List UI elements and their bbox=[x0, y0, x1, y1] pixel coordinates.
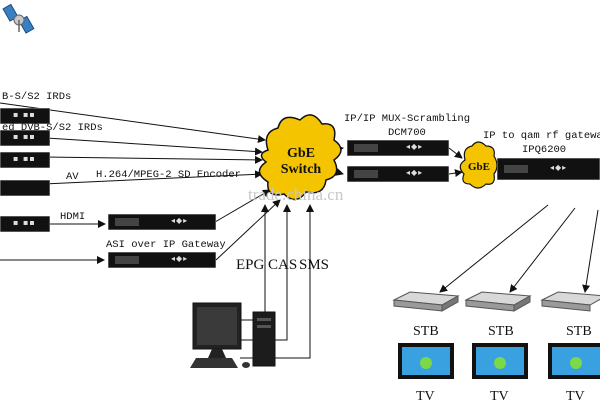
gateway-device: ◂◆▸ bbox=[108, 252, 216, 268]
sms-label: SMS bbox=[299, 257, 330, 273]
watermark: trade.china.cn bbox=[248, 185, 344, 204]
satellite-icon bbox=[2, 3, 35, 34]
set-top-box-icon bbox=[392, 291, 460, 312]
gbe-small-cloud bbox=[459, 141, 498, 189]
hdmi-source-device: ▪ ▪▪ bbox=[0, 216, 50, 232]
line-ipq-stb3 bbox=[582, 209, 599, 293]
qam-label: IP to qam rf gateway bbox=[483, 130, 600, 142]
line-gateway-switch bbox=[215, 199, 281, 261]
set-top-box-icon bbox=[540, 291, 600, 312]
line-encoder-switch bbox=[214, 189, 271, 223]
tv-icon bbox=[398, 343, 454, 379]
line-ird-3 bbox=[44, 155, 263, 164]
gbe-switch-cloud bbox=[258, 114, 342, 201]
tv-icon bbox=[472, 343, 528, 379]
set-top-box-icon bbox=[464, 291, 532, 312]
dcm700-device-1: ◂◆▸ bbox=[347, 140, 449, 156]
epg-label: EPG bbox=[236, 257, 265, 273]
line-dcm2-gbe bbox=[448, 169, 463, 178]
tv-icon bbox=[548, 343, 600, 379]
encoder-label: H.264/MPEG-2 SD Encoder bbox=[96, 169, 241, 181]
irds-label-1: B-S/S2 IRDs bbox=[2, 91, 72, 103]
encoder-device: ◂◆▸ bbox=[108, 214, 216, 230]
mux-label: IP/IP MUX-Scrambling bbox=[344, 113, 471, 125]
tv-label-2: TV bbox=[490, 389, 509, 404]
irds-label-2: ed DVB-S/S2 IRDs bbox=[2, 122, 103, 134]
ird-device-2: ▪ ▪▪ bbox=[0, 130, 50, 146]
tv-label-3: TV bbox=[566, 389, 585, 404]
line-ipq-stb1 bbox=[439, 204, 549, 293]
line-ipq-stb2 bbox=[509, 207, 576, 293]
gbe-switch-label: GbE Switch bbox=[280, 146, 322, 178]
dcm700-device-2: ◂◆▸ bbox=[347, 166, 449, 182]
dcm700-label: DCM700 bbox=[388, 127, 426, 139]
gbe-small-label: GbE bbox=[467, 161, 490, 173]
av-source-device bbox=[0, 180, 50, 196]
line-dcm-gbe bbox=[448, 147, 463, 159]
ird-device-3: ▪ ▪▪ bbox=[0, 152, 50, 168]
av-label: AV bbox=[66, 171, 79, 183]
gateway-label: ASI over IP Gateway bbox=[106, 239, 226, 251]
stb-label-2: STB bbox=[488, 324, 514, 339]
ipq6200-label: IPQ6200 bbox=[522, 144, 567, 156]
computer-icon bbox=[190, 302, 276, 368]
tv-label-1: TV bbox=[416, 389, 435, 404]
cas-label: CAS bbox=[268, 257, 298, 273]
stb-label-3: STB bbox=[566, 324, 592, 339]
ipq6200-device: ◂◆▸ bbox=[497, 158, 600, 180]
ird-device-1: ▪ ▪▪ bbox=[0, 108, 50, 124]
stb-label-1: STB bbox=[413, 324, 439, 339]
stb-group bbox=[392, 291, 600, 312]
tv-group bbox=[398, 343, 600, 379]
hdmi-label: HDMI bbox=[60, 211, 86, 223]
